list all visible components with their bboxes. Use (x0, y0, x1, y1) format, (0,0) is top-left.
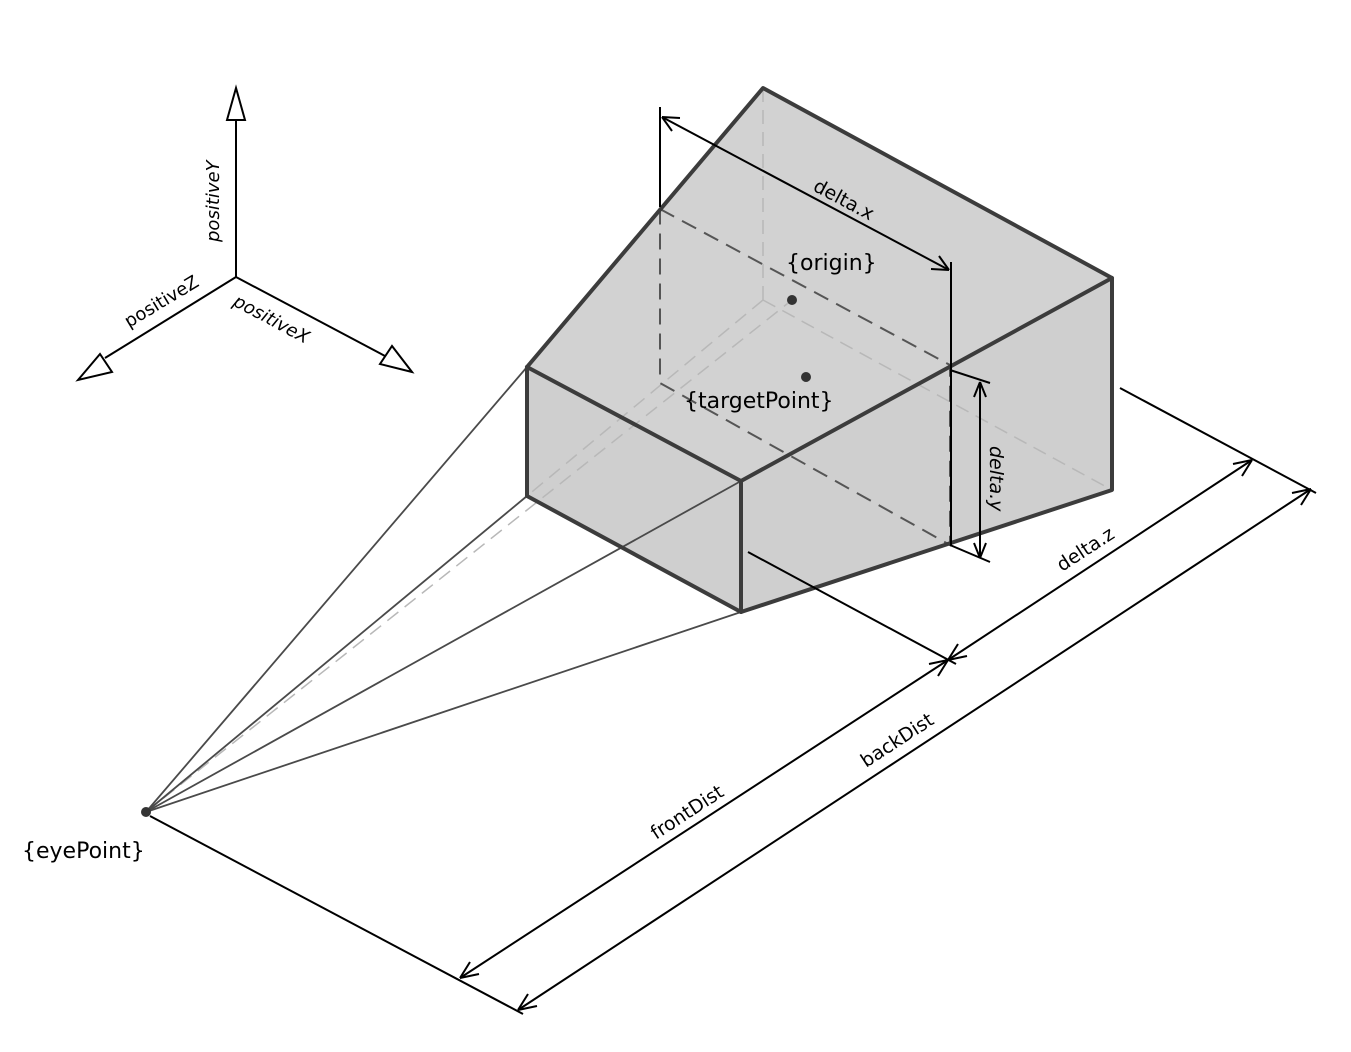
arrow-icon (973, 542, 987, 559)
eye-label: {eyePoint} (22, 839, 145, 864)
x-axis-arrow-icon (378, 344, 415, 374)
ray-bottom-left (145, 495, 528, 813)
dim-extension-line (949, 369, 991, 384)
dim-line (661, 116, 950, 271)
arrow-icon (1232, 459, 1253, 477)
frustum-side-face (741, 278, 1112, 612)
back-dist-label: backDist (857, 709, 938, 772)
dim-extension-line (149, 815, 524, 1015)
frustum-outline (525, 86, 1114, 614)
x-axis-line (235, 276, 386, 357)
origin-point (787, 295, 797, 305)
delta-z-label: delta.z (1053, 523, 1119, 576)
x-axis-label: positiveX (229, 290, 314, 348)
ray-top-left (145, 366, 528, 813)
points: {origin} {targetPoint} {eyePoint} (22, 251, 877, 864)
dim-line-back (517, 488, 1312, 1011)
frustum-edges (525, 86, 1114, 614)
y-axis-label: positiveY (203, 158, 224, 243)
z-axis-arrow-icon (75, 352, 114, 382)
origin-label: {origin} (786, 251, 877, 276)
ray-bottom-right (145, 611, 742, 813)
dim-extension-line (949, 544, 991, 563)
eye-point (141, 807, 151, 817)
frustum-front-face (527, 367, 741, 612)
ray-top-right (145, 480, 742, 813)
target-label: {targetPoint} (684, 389, 834, 414)
arrow-icon (459, 961, 480, 979)
dim-extension-line (1119, 387, 1317, 494)
y-axis-arrow-icon (225, 84, 247, 121)
hidden-edges (145, 88, 1113, 813)
arrow-icon (930, 255, 950, 271)
view-rays (145, 366, 742, 813)
arrow-icon (661, 116, 681, 132)
axis-triad: positiveY positiveZ positiveX (75, 84, 415, 382)
dim-extension-line (747, 551, 957, 665)
arrow-icon (928, 659, 949, 677)
delta-y-label: delta.y (985, 446, 1007, 512)
target-point (801, 372, 811, 382)
dim-delta-y: delta.y (949, 369, 1007, 563)
hidden-edge (526, 299, 764, 497)
arrow-icon (517, 993, 538, 1011)
z-axis-line (104, 276, 237, 359)
arrow-icon (973, 381, 987, 398)
arrow-icon (1291, 488, 1312, 506)
arrow-icon (947, 643, 968, 661)
hidden-edge (762, 299, 1113, 491)
dim-line-front (459, 659, 949, 979)
frustum-top-face (527, 88, 1112, 481)
frustum-faces (527, 88, 1112, 612)
hidden-ray (145, 299, 793, 813)
dim-line (947, 459, 1253, 661)
